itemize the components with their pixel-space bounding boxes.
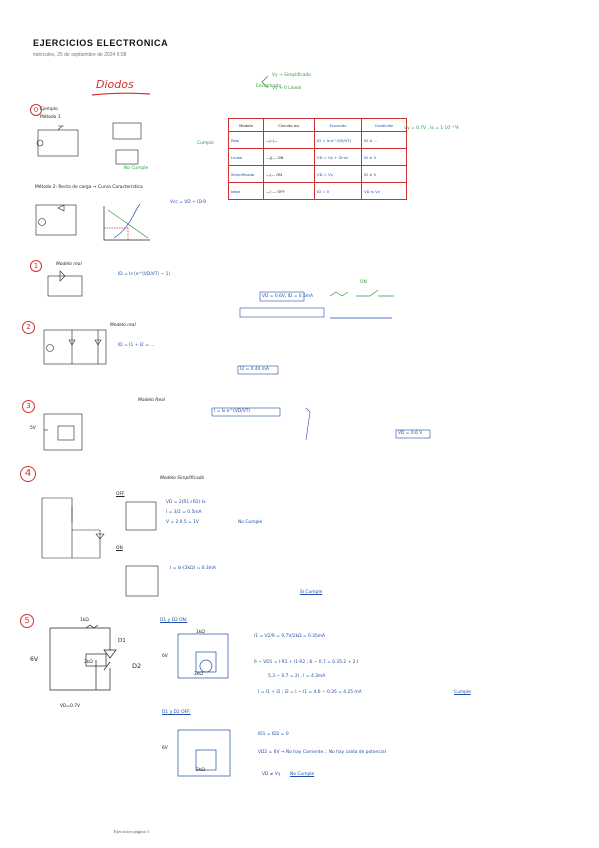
section2-result: I2 = 4.44 mA	[240, 367, 270, 372]
page-footer: Ejercicios página 1	[114, 829, 150, 834]
section5-equation-4: I = I1 + I2 ; I2 = I − I1 = 4.6 − 0.35 =…	[258, 690, 362, 695]
table-cell: —/ — OFF	[263, 182, 315, 200]
table-side-note: Vγ = 0.7V , Is = 1·10⁻¹⁴A	[404, 126, 459, 131]
section4-equation-2: I = 3/2 = 0.5mA	[166, 510, 202, 515]
resistor-2k: 2kΩ	[194, 672, 203, 677]
cumple-label: Cumple	[454, 690, 471, 695]
source-5v: 5V	[30, 426, 36, 431]
section5-off-equation-3: VD ≠ Vγ	[262, 772, 281, 777]
section4-equation-1: VD = 2(R1+R2)·Ix	[166, 500, 206, 505]
section3-title: Modelo Real	[138, 398, 165, 403]
no-cumple-label: No Cumple	[124, 166, 149, 171]
no-cumple-label: No Cumple	[238, 520, 263, 525]
section5-equation-3: 5.3 − 0.7 = 2I , I = 4.3mA	[268, 674, 326, 679]
table-row: Simplificado —|— ON VD = Vγ ID ≥ 0	[228, 165, 407, 183]
page-date: miércoles, 25 de septiembre de 2024 9:58	[33, 52, 127, 58]
on-label: ON	[360, 280, 367, 285]
method1-label: Método 1	[40, 115, 61, 120]
legend-simplified: Vγ → Simplificado	[272, 73, 311, 78]
example-label: Ejemplo	[40, 107, 58, 112]
off-label: OFF	[116, 492, 125, 497]
section4-equation-3: V = 2·0.5 = 1V	[166, 520, 199, 525]
vd-zero-label: VD=0.7V	[60, 704, 81, 709]
exercise-number-circle: 4	[20, 466, 36, 482]
section3-result: VD = 0.6 V	[398, 431, 423, 436]
table-cell: Ideal	[228, 182, 264, 200]
section5-equation-2: 6 − VD1 = I·R1 + I1·R2 ; 6 − 0.7 = 0.35·…	[254, 660, 359, 665]
table-cell: ID = 0	[314, 182, 362, 200]
section4-on-equation: I = Ix·(2kΩ) = 0.3mA	[170, 566, 216, 571]
section1-equation: ID = Is (e^(VD/VT) − 1)	[118, 272, 171, 277]
resistor-2k: 2kΩ	[196, 768, 205, 773]
source-6v: 6V	[162, 654, 168, 659]
section5-off-equation-1: ID1 = ID2 = 0	[258, 732, 289, 737]
table-cell: VD = Vγ	[314, 165, 362, 183]
table-cell: —▷|—	[263, 131, 315, 149]
table-cell: VD ≤ Vγ	[361, 182, 407, 200]
resistor-1k: 1kΩ	[80, 618, 89, 623]
table-header: Circuito eq.	[263, 118, 315, 132]
cumple-label: Cumple	[197, 141, 214, 146]
method2-note: Vcc = VD + ID·R	[170, 200, 207, 205]
diode-d1-label: D1	[118, 638, 126, 644]
section-heading: Diodos	[96, 78, 134, 91]
diode-d2-label: D2	[132, 662, 142, 670]
exercise-number-circle: 1	[30, 260, 42, 272]
table-cell: ID ≥ 0	[361, 165, 407, 183]
table-cell: ID ≥ ...	[361, 131, 407, 149]
table-cell: ID = Is·e^(VD/VT)	[314, 131, 362, 149]
table-header-row: Modelo Circuito eq. Ecuación Condición	[228, 118, 407, 132]
section5-title: D1 y D2 ON:	[160, 618, 188, 623]
section1-result: VD = 0.6V, ID = 0.5mA	[262, 294, 314, 299]
table-header: Condición	[361, 118, 407, 132]
resistor-2k: 2kΩ	[84, 660, 93, 665]
table-cell: Lineal	[228, 148, 264, 166]
table-cell: VD = Vγ + ID·rd	[314, 148, 362, 166]
section4-title: Modelo Simplificado	[160, 476, 205, 481]
table-cell: —|— ON	[263, 165, 315, 183]
table-row: Real —▷|— ID = Is·e^(VD/VT) ID ≥ ...	[228, 131, 407, 149]
resistor-1k: 1kΩ	[196, 630, 205, 635]
exercise-number-circle: 0	[30, 104, 42, 116]
exercise-number-circle: 3	[22, 400, 35, 413]
exercise-number-circle: 5	[20, 614, 34, 628]
table-row: Ideal —/ — OFF ID = 0 VD ≤ Vγ	[228, 182, 407, 200]
section2-equation: ID = I1 + I2 = ...	[118, 343, 155, 348]
legend-real: Vγ ≈ 0 Lineal	[272, 86, 302, 91]
no-cumple-label: No Cumple	[290, 772, 315, 777]
page-title: EJERCICIOS ELECTRONICA	[33, 38, 169, 48]
section2-title: Modelo real	[110, 323, 136, 328]
table-row: Lineal —|(— ON VD = Vγ + ID·rd ID ≥ 0	[228, 148, 407, 166]
table-cell: Real	[228, 131, 264, 149]
section5-equation-1: I1 = V2/R = 0.7V/2kΩ = 0.35mA	[254, 634, 326, 639]
table-header: Ecuación	[314, 118, 362, 132]
table-cell: —|(— ON	[263, 148, 315, 166]
source-6v: 6V	[30, 656, 38, 663]
exercise-number-circle: 2	[22, 321, 35, 334]
section4-result: Si Cumple	[300, 590, 323, 595]
legend-note: Encontrado	[256, 84, 282, 89]
diode-models-table: Modelo Circuito eq. Ecuación Condición R…	[228, 118, 407, 200]
table-header: Modelo	[228, 118, 264, 132]
section1-title: Modelo real	[56, 262, 82, 267]
table-cell: ID ≥ 0	[361, 148, 407, 166]
source-6v: 6V	[162, 746, 168, 751]
section3-equation: I = Is·e^(VD/VT)	[214, 409, 251, 414]
on-label: ON	[116, 546, 123, 551]
section5-off-equation-2: VD2 = 6V → No hay Corriente ∴ No hay caí…	[258, 750, 386, 755]
table-cell: Simplificado	[228, 165, 264, 183]
method2-label: Método 2: Recta de carga → Curva Caracte…	[35, 185, 143, 190]
section5-off-title: D1 y D2 OFF:	[162, 710, 191, 715]
